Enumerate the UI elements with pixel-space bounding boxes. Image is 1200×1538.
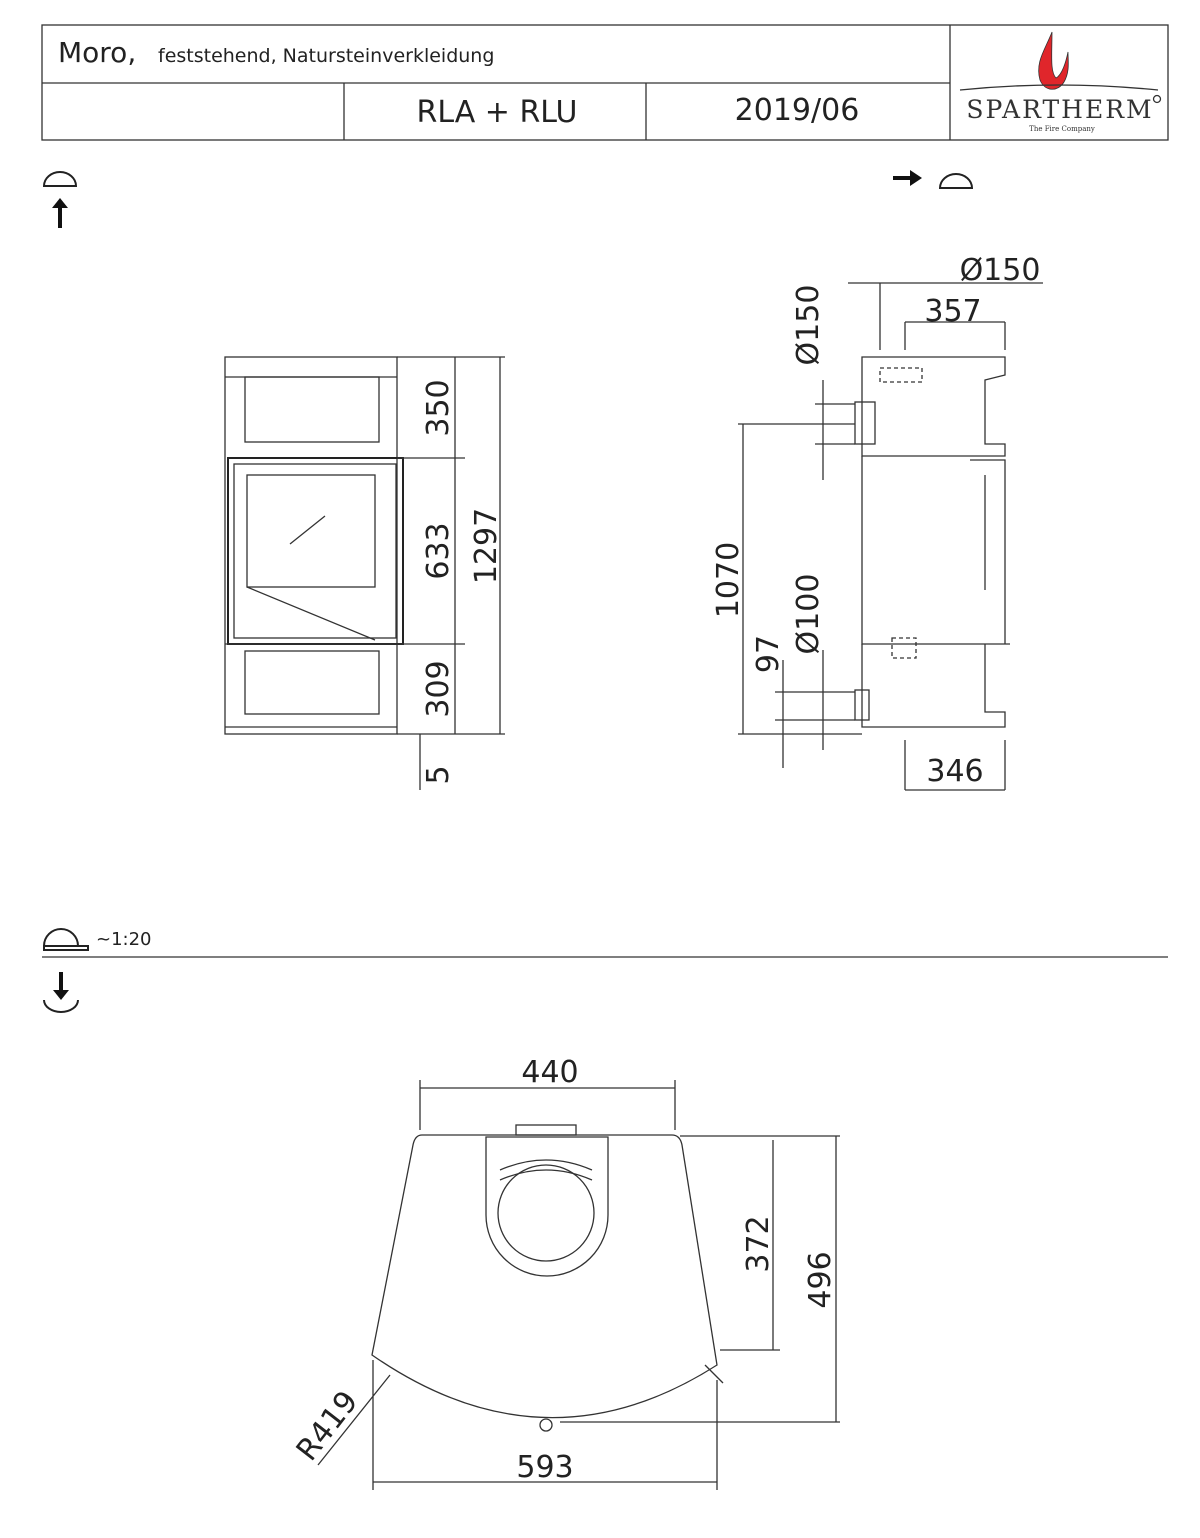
- brand-name: SPARTHERM: [966, 95, 1153, 124]
- dim-total-depth: 496: [803, 1251, 838, 1308]
- scale-icon: [42, 928, 89, 951]
- dim-air-inlet-height: 97: [751, 635, 786, 673]
- spartherm-logo: SPARTHERM The Fire Company: [959, 31, 1162, 133]
- revision-date: 2019/06: [735, 93, 860, 128]
- dim-depth-bottom: 346: [926, 754, 983, 789]
- dim-depth-top: 357: [924, 294, 981, 329]
- dim-flue-depth: 372: [741, 1215, 776, 1272]
- dim-flue-top: Ø150: [960, 253, 1041, 288]
- brand-tagline: The Fire Company: [1029, 125, 1095, 133]
- side-view-icon: [893, 170, 974, 189]
- side-view: Ø150 357 Ø150 1070 97 Ø100 346: [711, 253, 1043, 791]
- dim-flue-rear: Ø150: [791, 285, 826, 366]
- product-subtitle: feststehend, Natursteinverkleidung: [158, 45, 494, 67]
- scale-label: ~1:20: [96, 929, 152, 950]
- title-block: Moro, feststehend, Natursteinverkleidung…: [41, 24, 1169, 141]
- dim-bottom-height: 309: [421, 660, 456, 717]
- front-view-icon: [42, 171, 78, 228]
- dim-air-inlet-diameter: Ø100: [791, 574, 826, 655]
- top-view-icon: [43, 972, 79, 1013]
- dim-top-height: 350: [421, 379, 456, 436]
- dim-feet-height: 5: [421, 765, 456, 784]
- model-code: RLA + RLU: [416, 95, 577, 130]
- flame-icon: [1038, 31, 1069, 90]
- dim-radius: R419: [290, 1385, 366, 1468]
- dim-rear-outlet-height: 1070: [711, 542, 746, 618]
- front-view: 350 633 309 1297 5: [224, 356, 505, 790]
- dim-top-width: 440: [521, 1055, 578, 1090]
- product-title: Moro,: [58, 36, 136, 69]
- dim-total-height: 1297: [469, 508, 504, 584]
- scale-indicator: ~1:20: [42, 928, 1168, 958]
- dim-bottom-width: 593: [516, 1450, 573, 1485]
- dim-door-height: 633: [421, 522, 456, 579]
- top-view: 440 372 496 R419 593: [290, 1055, 840, 1490]
